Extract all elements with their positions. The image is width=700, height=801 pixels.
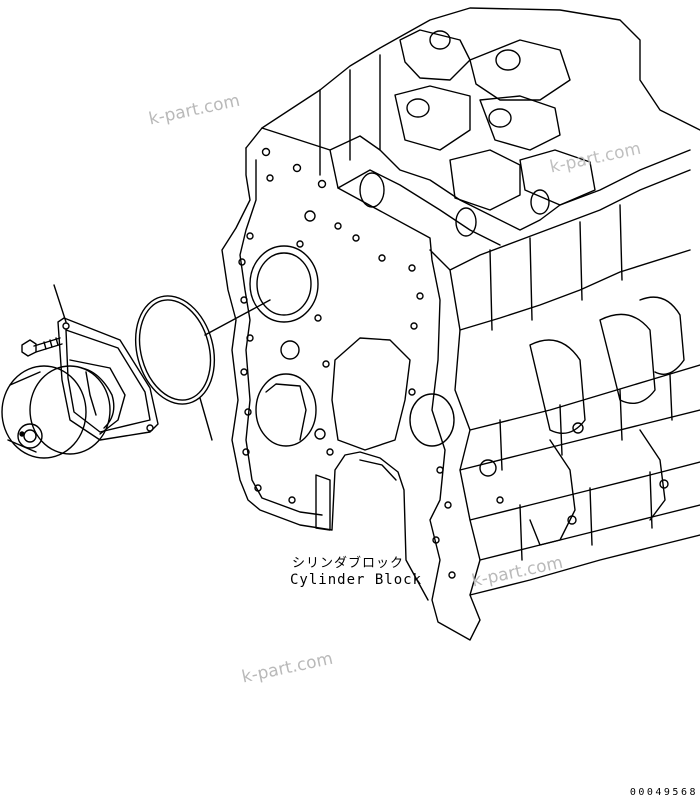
drawing-number: 00049568 — [629, 787, 698, 798]
cylinder-block-icon — [221, 7, 700, 641]
bolt-icon — [21, 337, 63, 357]
part-label-japanese: シリンダブロック — [292, 556, 405, 571]
part-label-english: Cylinder Block — [290, 572, 423, 588]
o-ring-gasket-icon — [134, 295, 271, 441]
water-pump-icon — [1, 284, 159, 459]
